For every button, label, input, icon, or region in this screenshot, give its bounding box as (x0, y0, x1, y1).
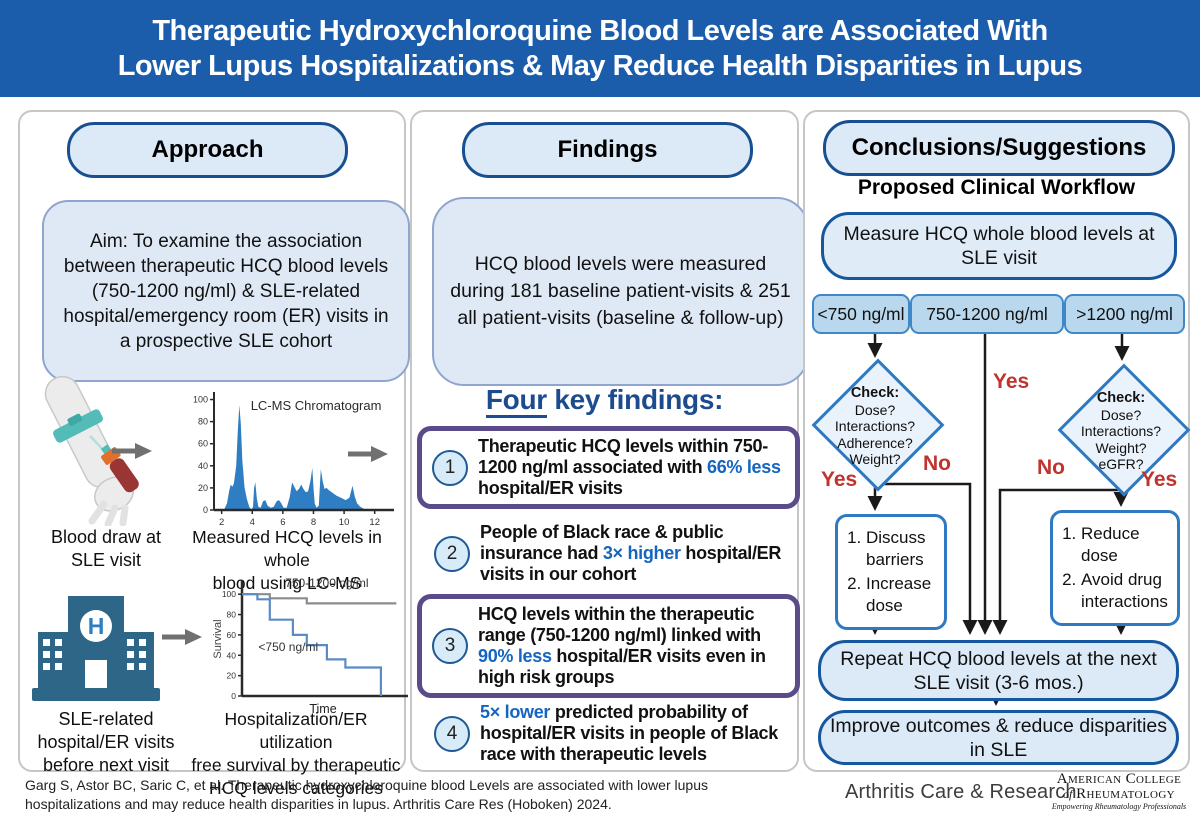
svg-text:60: 60 (227, 630, 237, 640)
action-item: Reduce dose (1081, 523, 1177, 567)
chip-750-1200: 750-1200 ng/ml (910, 294, 1064, 334)
findings-column: Findings HCQ blood levels were measured … (410, 110, 809, 772)
journal-wordmark: Arthritis Care & Research (845, 781, 1077, 803)
survival-caption: Hospitalization/ER utilization free surv… (191, 709, 401, 798)
improve-outcomes-pill: Improve outcomes & reduce disparities in… (818, 710, 1179, 765)
conclusions-column: Conclusions/Suggestions Proposed Clinica… (803, 110, 1191, 772)
finding-item-1: 1 Therapeutic HCQ levels within 750-1200… (417, 426, 800, 509)
key-findings-heading-underlined: Four (485, 384, 547, 418)
action-item: Avoid drug interactions (1081, 569, 1177, 613)
chromatogram-caption: Measured HCQ levels in whole blood using… (192, 527, 382, 593)
action-box-low: Discuss barriers Increase dose (835, 514, 947, 630)
blood-draw-caption: Blood draw at SLE visit (50, 527, 162, 570)
finding-text: Therapeutic HCQ levels within 750-1200 n… (478, 436, 781, 498)
findings-intro-box: HCQ blood levels were measured during 18… (432, 197, 809, 386)
yes-label-left: Yes (821, 468, 858, 491)
citation-line2: hospitalizations and may reduce health d… (25, 796, 612, 812)
svg-text:20: 20 (227, 671, 237, 681)
approach-header: Approach (67, 122, 348, 178)
svg-text:2: 2 (219, 517, 224, 528)
svg-text:0: 0 (203, 505, 208, 515)
svg-text:LC-MS Chromatogram: LC-MS Chromatogram (251, 398, 382, 413)
svg-text:80: 80 (227, 610, 237, 620)
check-diamond-low-text: Check: Dose? Interactions? Adherence? We… (834, 385, 916, 467)
acr-logo-line1: American College (1056, 771, 1182, 787)
arm-blood-draw-icon (44, 375, 139, 526)
svg-text:60: 60 (198, 439, 208, 449)
chromatogram-chart: 0 20 40 60 80 100 2 4 6 8 10 12 LC-MS Chromatogram (193, 392, 394, 528)
key-findings-heading-rest: key findings: (546, 384, 724, 415)
tourniquet-band-icon (53, 409, 103, 443)
survival-chart: 0 20 40 60 80 100 750-1200 ng/ml <750 ng/ml Surv… (212, 576, 408, 716)
finding-number: 2 (434, 535, 470, 572)
svg-text:12: 12 (369, 517, 380, 528)
svg-text:80: 80 (198, 417, 208, 427)
svg-text:100: 100 (222, 589, 236, 599)
finding-number: 3 (432, 628, 468, 664)
action-item: Increase dose (866, 573, 944, 617)
action-item: Discuss barriers (866, 527, 944, 571)
svg-text:6: 6 (280, 517, 285, 528)
approach-column: Approach Aim: To examine the association… (18, 110, 410, 798)
finding-highlight: 5× lower (480, 702, 551, 722)
svg-text:750-1200 ng/ml: 750-1200 ng/ml (285, 576, 368, 590)
aim-box: Aim: To examine the association between … (42, 200, 410, 382)
no-label-right: No (1037, 456, 1065, 479)
finding-text: 5× lower predicted probability of hospit… (480, 702, 778, 764)
svg-text:<750 ng/ml: <750 ng/ml (258, 640, 318, 654)
finding-number: 1 (432, 449, 468, 486)
finding-highlight: 90% less (478, 646, 552, 666)
svg-text:10: 10 (339, 517, 350, 528)
svg-text:40: 40 (198, 461, 208, 471)
right-arrow-icon (348, 446, 388, 462)
svg-text:40: 40 (227, 650, 237, 660)
svg-text:Survival: Survival (212, 619, 224, 658)
acr-logo-tagline: Empowering Rheumatology Professionals (1051, 802, 1187, 811)
citation-line1: Garg S, Astor BC, Saric C, et al. Therap… (25, 777, 708, 793)
findings-header: Findings (462, 122, 753, 178)
acr-logo: American College of Rheumatology Empower… (1045, 772, 1193, 812)
yes-label-right: Yes (1141, 468, 1178, 491)
check-diamond-high-text: Check: Dose? Interactions? Weight? eGFR? (1080, 390, 1162, 472)
hospital-icon: H (32, 596, 160, 701)
finding-text: People of Black race & public insurance … (480, 522, 782, 584)
page-title-line2: Lower Lupus Hospitalizations & May Reduc… (117, 49, 1083, 82)
finding-item-2: 2 People of Black race & public insuranc… (424, 517, 794, 590)
finding-item-4: 4 5× lower predicted probability of hosp… (424, 700, 794, 767)
chip-above-1200: >1200 ng/ml (1064, 294, 1185, 334)
svg-text:4: 4 (250, 517, 255, 528)
chip-below-750: <750 ng/ml (812, 294, 910, 334)
page-title-line1: Therapeutic Hydroxychloroquine Blood Lev… (152, 14, 1048, 47)
repeat-hcq-pill: Repeat HCQ blood levels at the next SLE … (818, 640, 1179, 701)
measure-hcq-pill: Measure HCQ whole blood levels at SLE vi… (821, 212, 1177, 280)
hospital-letter: H (88, 613, 105, 639)
svg-text:8: 8 (311, 517, 316, 528)
finding-highlight: 66% less (707, 457, 781, 477)
svg-text:Time: Time (309, 702, 336, 716)
no-label-left: No (923, 452, 951, 475)
action-box-high: Reduce dose Avoid drug interactions (1050, 510, 1180, 626)
clinical-workflow-subheader: Proposed Clinical Workflow (857, 176, 1136, 199)
conclusions-header: Conclusions/Suggestions (823, 120, 1175, 176)
hospital-caption: SLE-related hospital/ER visits before ne… (37, 709, 175, 775)
key-findings-heading: Four key findings: (412, 384, 797, 418)
finding-number: 4 (434, 715, 470, 752)
yes-label-mid: Yes (993, 370, 1030, 393)
svg-text:0: 0 (231, 691, 236, 701)
finding-item-3: 3 HCQ levels within the therapeutic rang… (417, 594, 800, 698)
finding-text: HCQ levels within the therapeutic range … (478, 604, 766, 687)
citation: Garg S, Astor BC, Saric C, et al. Therap… (25, 776, 708, 814)
acr-logo-line2: of Rheumatology (1062, 786, 1176, 802)
svg-text:100: 100 (193, 395, 208, 405)
title-banner: Therapeutic Hydroxychloroquine Blood Lev… (0, 0, 1200, 97)
right-arrow-icon (112, 443, 152, 459)
right-arrow-icon (162, 629, 202, 645)
svg-text:20: 20 (198, 483, 208, 493)
finding-highlight: 3× higher (602, 543, 681, 563)
